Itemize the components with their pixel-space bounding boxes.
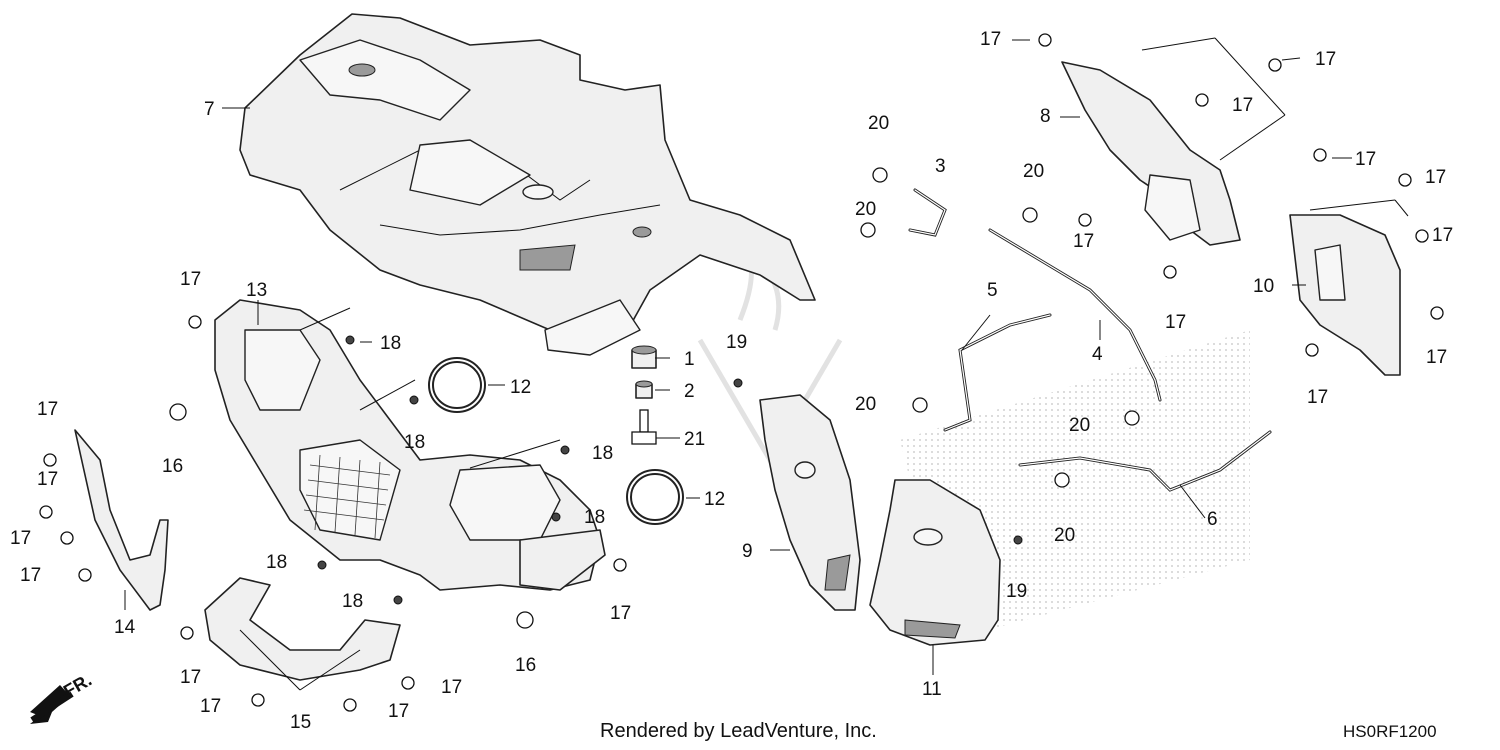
callout-17-g: 17 xyxy=(200,696,221,717)
callout-17-d: 17 xyxy=(10,528,31,549)
callout-21: 21 xyxy=(684,429,705,450)
callout-17-f: 17 xyxy=(180,667,201,688)
callout-17-b: 17 xyxy=(37,399,58,420)
callout-17-q: 17 xyxy=(1073,231,1094,252)
callout-7: 7 xyxy=(204,99,215,120)
callout-16-b: 16 xyxy=(515,655,536,676)
callout-17-h: 17 xyxy=(388,701,409,722)
callout-17-o: 17 xyxy=(1425,167,1446,188)
side-panel-11-part[interactable] xyxy=(869,479,1001,646)
footer-credit: Rendered by LeadVenture, Inc. xyxy=(600,720,877,742)
diagram-code: HS0RF1200 xyxy=(1343,722,1437,741)
callout-12-upper: 12 xyxy=(510,377,531,398)
callout-17-r: 17 xyxy=(1165,312,1186,333)
callout-2: 2 xyxy=(684,381,695,402)
stay-rod-5-part[interactable] xyxy=(943,313,1052,432)
left-side-cover-part[interactable] xyxy=(74,429,169,611)
callout-17-m: 17 xyxy=(1232,95,1253,116)
seal-ring-upper-part[interactable] xyxy=(428,357,486,413)
callout-17-j: 17 xyxy=(610,603,631,624)
callout-18-a: 18 xyxy=(380,333,401,354)
front-arrow-icon xyxy=(30,685,74,724)
callout-17-k: 17 xyxy=(980,29,1001,50)
collar-part[interactable] xyxy=(635,380,653,399)
callout-16-a: 16 xyxy=(162,456,183,477)
callout-5: 5 xyxy=(987,280,998,301)
stay-rod-3-part[interactable] xyxy=(908,188,947,237)
front-fender-part[interactable] xyxy=(239,13,816,356)
callout-20-f: 20 xyxy=(1054,525,1075,546)
leader-lines xyxy=(124,37,1409,691)
callout-18-f: 18 xyxy=(342,591,363,612)
callout-9: 9 xyxy=(742,541,753,562)
callout-17-c: 17 xyxy=(37,469,58,490)
bolt-fasteners xyxy=(169,167,1140,629)
callout-17-e: 17 xyxy=(20,565,41,586)
trim-clip-fasteners xyxy=(39,33,1444,712)
callout-8: 8 xyxy=(1040,106,1051,127)
callout-3: 3 xyxy=(935,156,946,177)
callout-13: 13 xyxy=(246,280,267,301)
rubber-damper-part[interactable] xyxy=(631,345,657,369)
grille-mesh xyxy=(303,454,391,539)
seal-ring-lower-part[interactable] xyxy=(626,469,684,525)
callout-labels: 7 1 2 21 12 12 13 17 18 18 18 18 18 18 1… xyxy=(10,29,1453,733)
callout-20-e: 20 xyxy=(1069,415,1090,436)
callout-20-d: 20 xyxy=(855,394,876,415)
callout-17-n: 17 xyxy=(1355,149,1376,170)
lower-cover-part[interactable] xyxy=(204,577,401,681)
callout-11: 11 xyxy=(922,679,942,700)
callout-19-a: 19 xyxy=(726,332,747,353)
callout-18-d: 18 xyxy=(584,507,605,528)
callout-12-lower: 12 xyxy=(704,489,725,510)
callout-14: 14 xyxy=(114,617,136,638)
callout-15: 15 xyxy=(290,712,311,733)
callout-18-c: 18 xyxy=(592,443,613,464)
callout-19-b: 19 xyxy=(1006,581,1027,602)
callout-1: 1 xyxy=(684,349,695,370)
callout-18-e: 18 xyxy=(266,552,287,573)
splash-shield-10-part[interactable] xyxy=(1289,214,1401,376)
callout-17-l: 17 xyxy=(1315,49,1336,70)
callout-6: 6 xyxy=(1207,509,1218,530)
side-panel-9-part[interactable] xyxy=(759,394,861,611)
callout-17-t: 17 xyxy=(1307,387,1328,408)
callout-10: 10 xyxy=(1253,276,1274,297)
flange-bolt-part[interactable] xyxy=(631,409,657,445)
callout-20-b: 20 xyxy=(1023,161,1044,182)
callout-20-a: 20 xyxy=(868,113,889,134)
callout-17-p: 17 xyxy=(1432,225,1453,246)
splash-shield-8-part[interactable] xyxy=(1061,61,1241,246)
callout-17-s: 17 xyxy=(1426,347,1447,368)
screw-fasteners xyxy=(317,335,1023,605)
stay-rod-4-part[interactable] xyxy=(988,228,1162,402)
front-inner-panel-part[interactable] xyxy=(214,299,606,591)
callout-17-i: 17 xyxy=(441,677,462,698)
stay-rod-6-part[interactable] xyxy=(1018,430,1272,492)
callout-18-b: 18 xyxy=(404,432,425,453)
callout-4: 4 xyxy=(1092,344,1103,365)
callout-17-a: 17 xyxy=(180,269,201,290)
callout-20-c: 20 xyxy=(855,199,876,220)
